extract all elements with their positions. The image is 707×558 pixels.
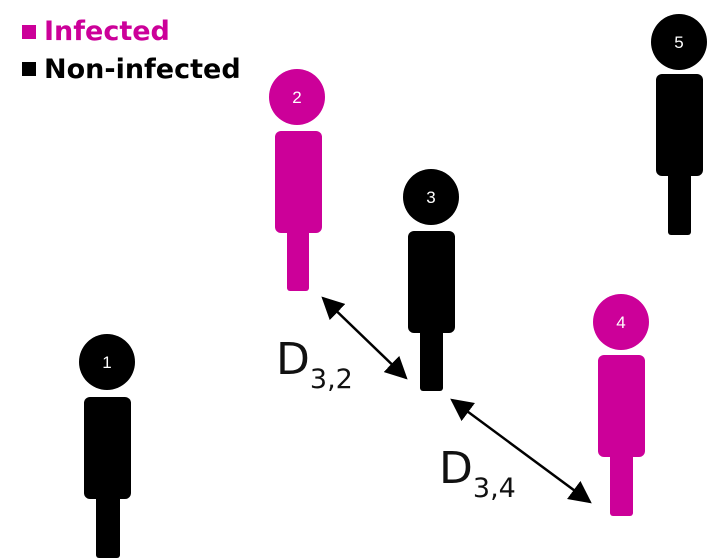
person-1-torso [84,397,131,499]
person-3-torso [408,231,455,333]
person-4-leg [610,448,633,516]
distance-label-3-4-letter: D [439,443,473,494]
distance-label-3-2-letter: D [276,334,310,385]
distance-arrow-3-2 [321,296,408,380]
person-2: 2 [269,69,325,291]
person-1-head [79,334,135,390]
person-2-label: 2 [292,88,301,107]
distance-label-3-4-subscript: 3,4 [473,473,516,504]
person-4-head [593,294,649,350]
person-2-leg [287,224,309,291]
person-5: 5 [651,14,707,235]
person-5-torso [656,74,703,176]
legend-item-infected: Infected [22,16,170,47]
legend-swatch-non-infected [22,62,36,76]
person-5-label: 5 [674,33,683,52]
legend-item-non-infected: Non-infected [22,54,241,85]
distance-label-3-2: D3,2 [276,334,353,395]
legend-label-infected: Infected [44,16,170,47]
person-4-torso [598,355,645,457]
person-1: 1 [79,334,135,558]
person-1-label: 1 [102,353,111,372]
person-4-label: 4 [616,313,625,332]
person-2-head [269,69,325,125]
legend-swatch-infected [22,25,36,39]
person-3-head [403,169,459,225]
person-3-leg [420,324,443,391]
person-4: 4 [593,294,649,516]
distance-label-3-2-subscript: 3,2 [310,364,353,395]
person-2-torso [275,131,322,233]
person-5-head [651,14,707,70]
person-5-leg [668,167,691,235]
distance-label-3-4: D3,4 [439,443,516,504]
legend-label-non-infected: Non-infected [44,54,241,85]
person-3: 3 [403,169,459,391]
person-1-leg [96,490,120,558]
person-3-label: 3 [426,188,435,207]
legend: Infected Non-infected [22,16,241,85]
distance-arrow-3-4 [450,398,592,504]
